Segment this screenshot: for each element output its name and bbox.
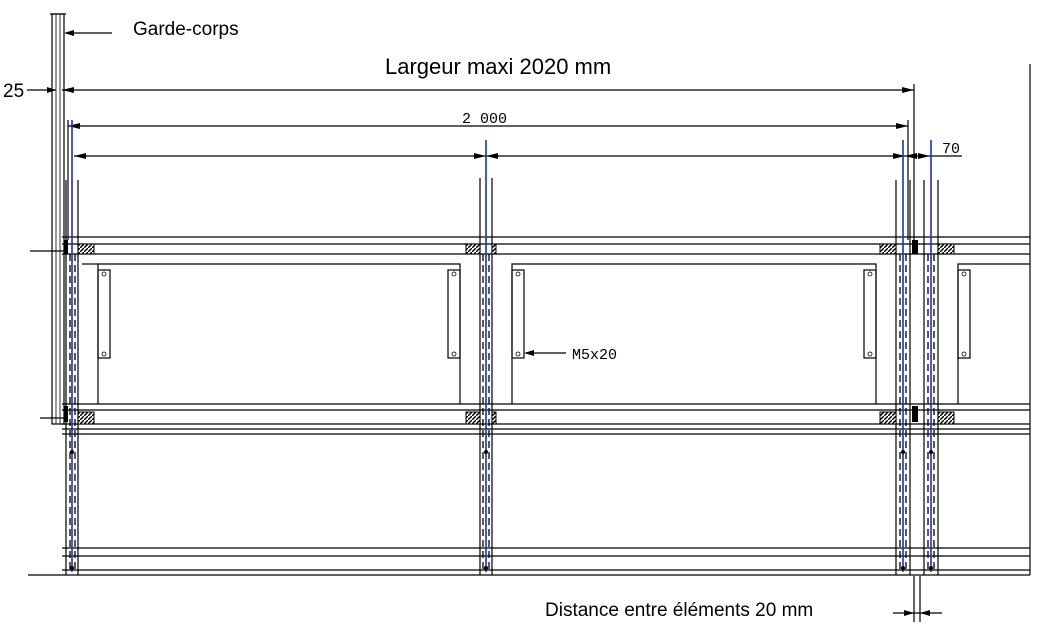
hatched-blocks (64, 240, 955, 425)
post-4 (923, 140, 939, 575)
module-2000-label: 2 000 (462, 111, 507, 128)
gap-70-label: 70 (942, 141, 960, 158)
post-2 (479, 140, 493, 575)
dimension-lines (27, 30, 962, 622)
screw-label: M5x20 (572, 347, 617, 364)
element-distance-label: Distance entre éléments 20 mm (545, 600, 813, 621)
railing-label: Garde-corps (133, 19, 239, 40)
max-width-label: Largeur maxi 2020 mm (385, 54, 611, 79)
rails (28, 64, 1031, 576)
railing-post (30, 13, 66, 425)
panel-frames (82, 263, 1030, 404)
offset-25-label: 25 (3, 81, 24, 102)
